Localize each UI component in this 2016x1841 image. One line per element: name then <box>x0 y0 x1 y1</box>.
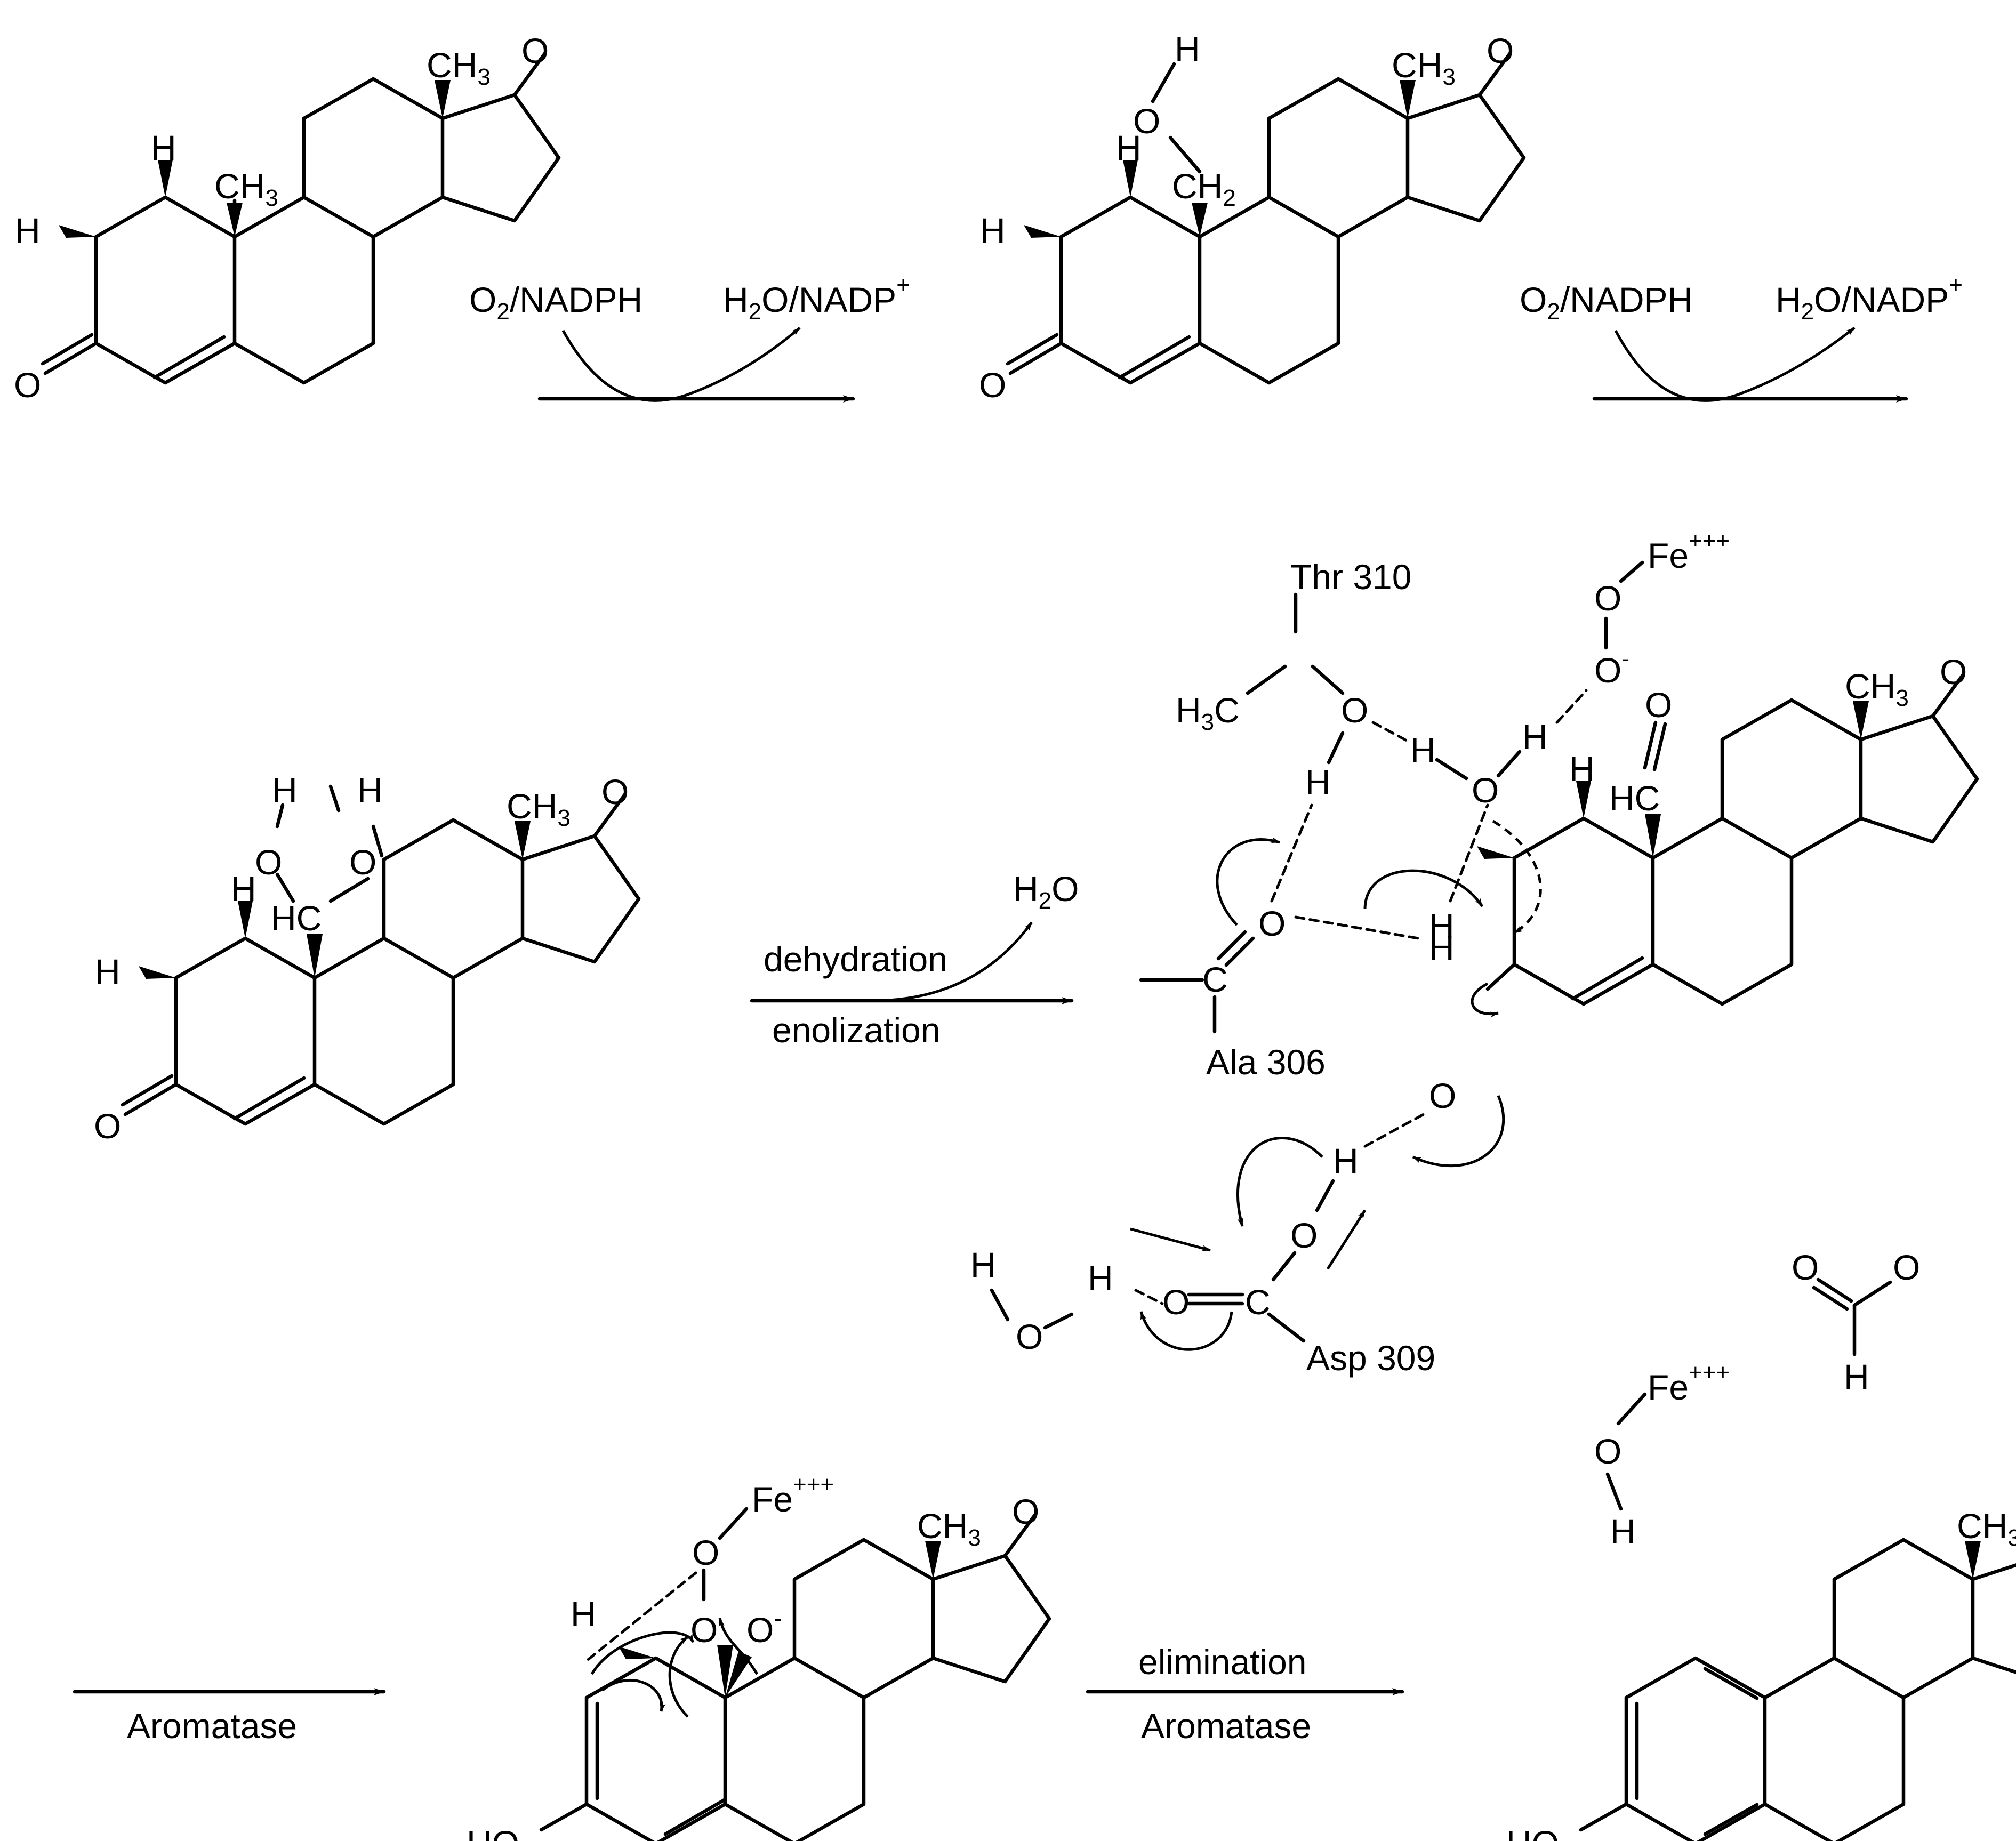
label-aromatase-2: Aromatase <box>1141 1706 1311 1746</box>
atom-o-ketone-b17: O <box>1487 31 1514 70</box>
atom-h-water-2: H <box>1522 717 1548 757</box>
atom-o-water2: O <box>1016 1317 1043 1356</box>
atom-o-asp-carbonyl: O <box>1162 1282 1190 1322</box>
atom-o-hydroxide: O <box>1594 1432 1621 1471</box>
hydroxylation-arrow-1: O2/NADPH H2O/NADP+ <box>469 272 910 403</box>
atom-o-ala: O <box>1258 904 1286 943</box>
atom-o-peroxy-e1: O <box>690 1610 718 1650</box>
hydroxylation-arrow-2: O2/NADPH H2O/NADP+ <box>1520 272 1963 403</box>
atom-h-formate: H <box>1844 1357 1869 1396</box>
atom-h-b1: H <box>1116 128 1142 167</box>
atom-h-thr: H <box>1305 762 1331 802</box>
atom-o-ketone-c: O <box>94 1106 121 1146</box>
atom-fe-heme-3: Fe+++ <box>1648 1360 1730 1407</box>
atom-o-ketone-c17: O <box>601 772 629 811</box>
reagent-o2-nadph-1: O2/NADPH <box>469 280 642 325</box>
atom-h-c2: H <box>95 952 121 991</box>
residue-thr-310: Thr 310 <box>1290 557 1411 597</box>
atom-o-hydroxyl-c1: O <box>255 842 282 882</box>
atom-o-asp-hydroxyl: O <box>1290 1216 1318 1255</box>
19-oxo-enol-structure: HC O H CH3 O <box>1477 652 1979 1006</box>
elimination-arrow: elimination Aromatase <box>1086 1642 1404 1746</box>
atom-h-transfer: H <box>1429 906 1455 946</box>
atom-h-asp: H <box>1333 1141 1359 1180</box>
atom-h3c-thr: H3C <box>1176 690 1240 735</box>
atom-ch3-a18: CH3 <box>427 45 491 90</box>
dehydration-enolization-arrow: dehydration enolization H2O <box>750 869 1079 1050</box>
atom-o-peroxo-2: O- <box>1594 646 1629 690</box>
atom-o-ketone-e17: O <box>1012 1492 1039 1531</box>
atom-h-hydroxyl-c1: H <box>272 770 298 810</box>
atom-o-water: O <box>1472 770 1499 810</box>
atom-hc-d19: HC <box>1609 778 1660 818</box>
atom-o-ketone-a: O <box>14 365 41 405</box>
atom-ch3-f18: CH3 <box>1957 1506 2016 1551</box>
atom-o-alkoxide-e: O- <box>746 1605 782 1650</box>
androstenedione-structure: O H H CH3 CH3 O <box>14 31 561 405</box>
atom-o-ketone-a17: O <box>521 31 549 70</box>
atom-h-b2: H <box>980 211 1006 250</box>
atom-o-ketone-b: O <box>979 365 1006 405</box>
reagent-h2o-nadp-2: H2O/NADP+ <box>1776 272 1963 325</box>
residue-ala-306: Ala 306 <box>1206 1042 1326 1082</box>
label-aromatase-1: Aromatase <box>127 1706 297 1746</box>
atom-fe-heme-1: Fe+++ <box>1648 528 1730 575</box>
atom-ch3-a19: CH3 <box>214 166 278 211</box>
formic-acid-structure: O O H <box>1792 1248 1920 1396</box>
atom-h-water2-2: H <box>970 1245 996 1284</box>
atom-h-d2: H <box>1429 928 1455 967</box>
label-enolization: enolization <box>772 1010 941 1050</box>
atom-ch3-e18: CH3 <box>917 1506 981 1551</box>
atom-ch3-b18: CH3 <box>1392 45 1456 90</box>
atom-ch3-d18: CH3 <box>1845 666 1909 711</box>
active-site-mechanism: HC O H CH3 O H O Thr 310 H3C O H H O H F… <box>970 528 1979 1378</box>
atom-h-c1: H <box>231 869 256 909</box>
residue-asp-309: Asp 309 <box>1306 1338 1435 1378</box>
product-water: H2O <box>1013 869 1079 914</box>
19-hydroxyandrostenedione-structure: O H H CH2 O H CH3 O <box>979 29 1526 405</box>
atom-hc-c19: HC <box>271 898 322 938</box>
atom-h-hydroxyl-b: H <box>1175 29 1200 69</box>
atom-h-a2: H <box>15 211 41 250</box>
peroxyhemiacetal-intermediate-structure: HO H O O Fe+++ O- CH3 O <box>467 1472 1051 1841</box>
atom-ho-f3: HO <box>1506 1823 1559 1841</box>
atom-h-hydroxide: H <box>1610 1512 1636 1551</box>
atom-h-a1: H <box>151 128 176 167</box>
iron-hydroxide: Fe+++ O H <box>1594 1360 1730 1551</box>
atom-o-ketone-d17: O <box>1940 652 1967 692</box>
atom-h-e1: H <box>571 1594 596 1634</box>
atom-ch2-b19: CH2 <box>1172 166 1236 211</box>
label-elimination: elimination <box>1138 1642 1307 1682</box>
atom-h-hydroxyl-c2: H <box>357 770 383 810</box>
atom-o-formate-1: O <box>1792 1248 1819 1287</box>
atom-h-water-1: H <box>1410 730 1436 770</box>
reagent-h2o-nadp-1: H2O/NADP+ <box>723 272 910 325</box>
atom-o-aldehyde-d: O <box>1645 685 1672 725</box>
atom-o-hydroxyl-b: O <box>1133 101 1160 141</box>
label-dehydration: dehydration <box>764 939 947 979</box>
atom-ho-e3: HO <box>467 1823 519 1841</box>
atom-o-formate-2: O <box>1893 1248 1920 1287</box>
atom-c-ala: C <box>1202 960 1228 999</box>
atom-h-d1: H <box>1569 749 1595 789</box>
atom-o-thr: O <box>1341 690 1368 730</box>
atom-fe-heme-2: Fe+++ <box>752 1472 834 1519</box>
atom-o-hydroxyl-c2: O <box>349 842 376 882</box>
atom-c-asp: C <box>1245 1282 1271 1322</box>
aromatase-arrow: Aromatase <box>73 1688 386 1746</box>
atom-o-peroxo-1: O <box>1594 578 1621 618</box>
atom-ch3-c18: CH3 <box>507 786 571 831</box>
reagent-o2-nadph-2: O2/NADPH <box>1520 280 1693 325</box>
atom-o-ketone-d3: O <box>1429 1076 1456 1115</box>
atom-h-water2-1: H <box>1088 1258 1113 1298</box>
estrone-structure: HO CH3 O <box>1506 1506 2016 1841</box>
atom-o-peroxy-e2: O <box>692 1533 719 1572</box>
19-gem-diol-structure: O H H HC O H O H CH3 O <box>94 770 641 1146</box>
